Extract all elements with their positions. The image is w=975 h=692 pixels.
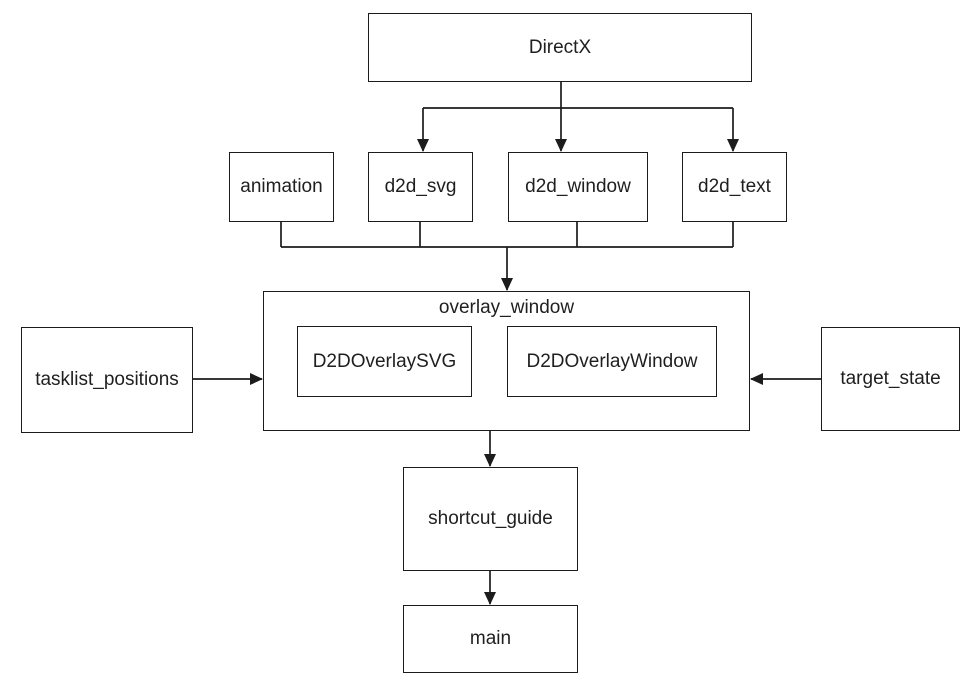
- node-overlay_window: overlay_window D2DOverlaySVG D2DOverlayW…: [263, 291, 750, 431]
- node-shortcut_guide: shortcut_guide: [403, 467, 578, 571]
- node-d2doverlaywindow-label: D2DOverlayWindow: [526, 350, 698, 372]
- node-directx-label: DirectX: [528, 36, 592, 58]
- node-main: main: [403, 605, 578, 673]
- node-d2d_window: d2d_window: [508, 152, 648, 222]
- node-animation: animation: [229, 152, 334, 222]
- node-overlay_window-label: overlay_window: [438, 297, 575, 318]
- node-animation-label: animation: [240, 176, 323, 197]
- node-d2d_text-label: d2d_text: [698, 176, 771, 197]
- node-target_state-label: target_state: [840, 368, 941, 389]
- node-directx: DirectX: [368, 13, 752, 82]
- node-d2doverlaysvg: D2DOverlaySVG: [297, 326, 472, 397]
- node-d2doverlaysvg-label: D2DOverlaySVG: [312, 350, 457, 372]
- node-d2d_window-label: d2d_window: [525, 176, 631, 197]
- node-main-label: main: [469, 628, 512, 649]
- node-tasklist_positions-label: tasklist_positions: [35, 369, 179, 390]
- node-target_state: target_state: [821, 327, 960, 431]
- node-shortcut_guide-label: shortcut_guide: [428, 508, 553, 529]
- node-d2d_text: d2d_text: [682, 152, 787, 222]
- node-tasklist_positions: tasklist_positions: [21, 327, 193, 433]
- node-d2d_svg: d2d_svg: [368, 152, 473, 222]
- node-d2doverlaywindow: D2DOverlayWindow: [507, 326, 717, 397]
- node-d2d_svg-label: d2d_svg: [384, 176, 457, 197]
